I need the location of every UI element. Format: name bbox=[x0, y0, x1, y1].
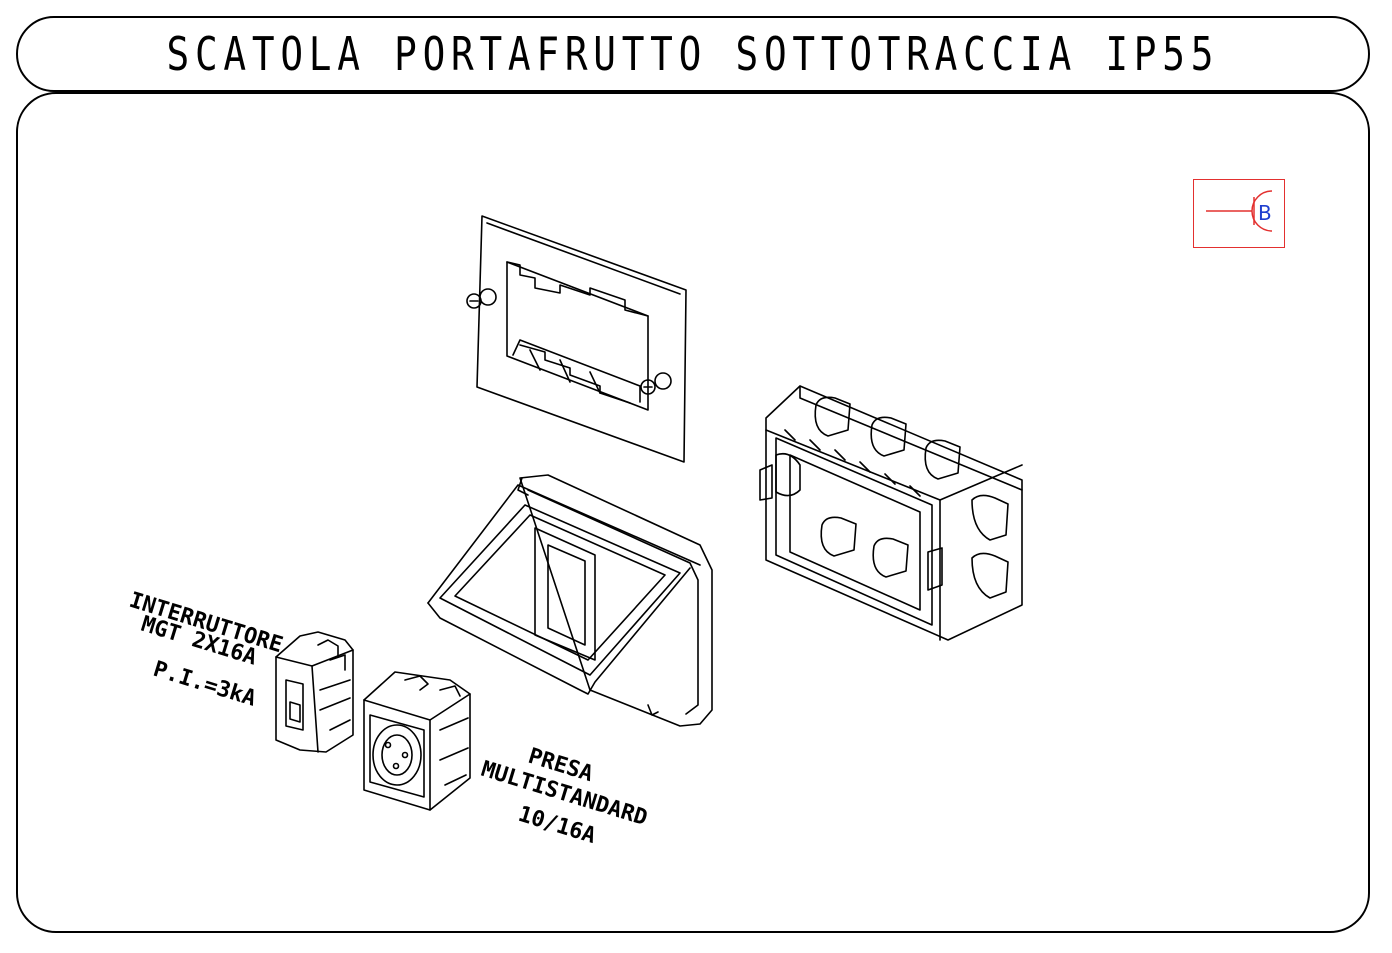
ip55-cover bbox=[427, 474, 713, 727]
socket-label: PRESA MULTISTANDARD 10/16A bbox=[478, 744, 650, 849]
drawing-title: SCATOLA PORTAFRUTTO SOTTOTRACCIA IP55 bbox=[166, 27, 1220, 81]
drawing-frame bbox=[16, 92, 1370, 933]
symbol-box: B bbox=[1193, 179, 1285, 248]
socket-module bbox=[363, 671, 471, 811]
flush-mount-box bbox=[759, 385, 1023, 641]
support-frame bbox=[466, 215, 687, 463]
title-frame: SCATOLA PORTAFRUTTO SOTTOTRACCIA IP55 bbox=[16, 16, 1370, 92]
switch-label: INTERRUTTORE MGT 2X16A P.I.=3kA bbox=[126, 588, 285, 712]
symbol-letter: B bbox=[1258, 201, 1272, 225]
capacitor-symbol-icon: B bbox=[1206, 190, 1273, 232]
switch-module bbox=[275, 631, 354, 753]
